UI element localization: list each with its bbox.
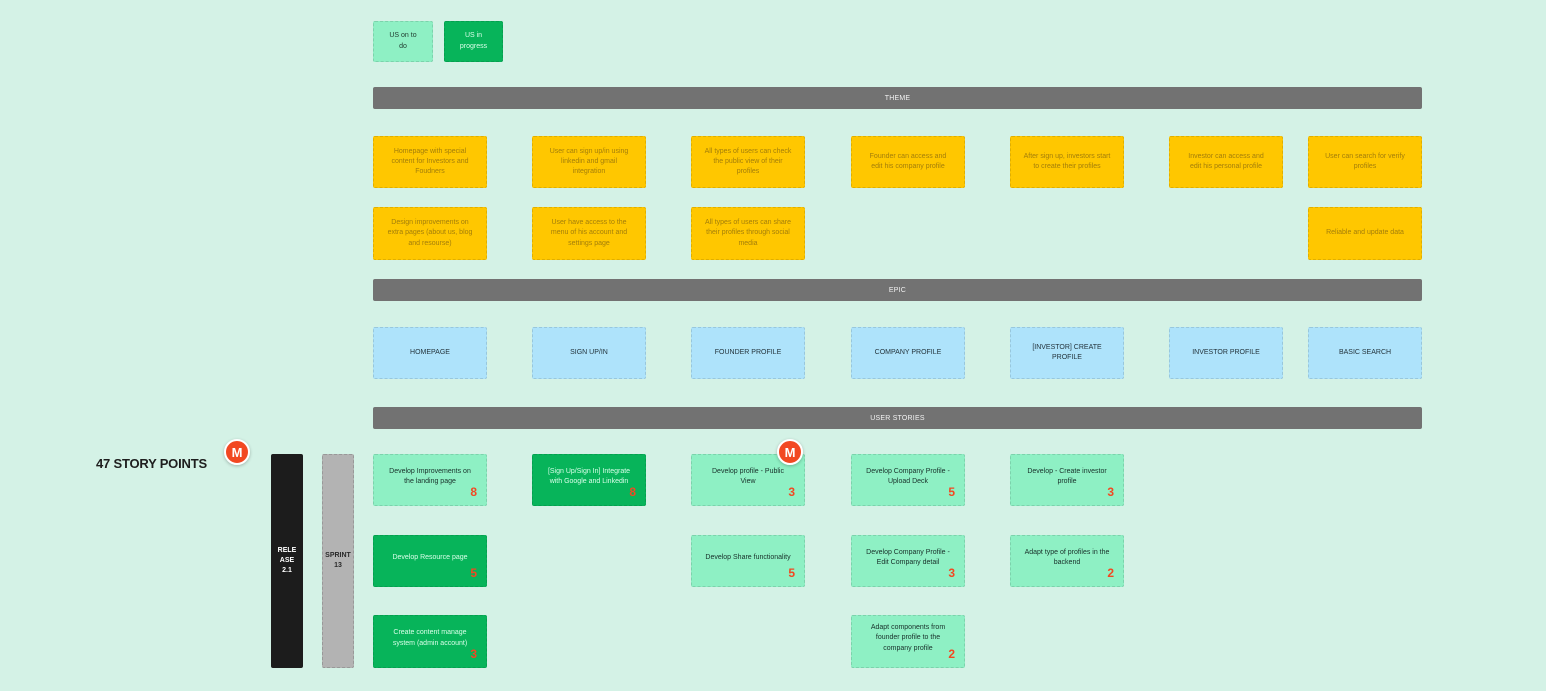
epic-note-founder-profile[interactable]: FOUNDER PROFILE (691, 327, 805, 379)
story-points: 3 (1107, 485, 1114, 499)
theme-note-account-menu[interactable]: User have access to the menu of his acco… (532, 207, 646, 260)
epic-bar[interactable]: EPIC (373, 279, 1422, 301)
epic-note-investor-profile[interactable]: INVESTOR PROFILE (1169, 327, 1283, 379)
story-text: Adapt components from founder profile to… (870, 624, 946, 652)
story-points: 8 (629, 485, 636, 499)
story-text: Develop - Create investor profile (1027, 467, 1107, 485)
theme-note-investor-edit[interactable]: Investor can access and edit his persona… (1169, 136, 1283, 188)
story-text: Adapt type of profiles in the backend (1024, 548, 1110, 566)
story-note[interactable]: Create content manage system (admin acco… (373, 615, 487, 668)
theme-note-homepage[interactable]: Homepage with special content for Invest… (373, 136, 487, 188)
story-text: Develop Share functionality (705, 553, 791, 561)
theme-note-reliable-data[interactable]: Reliable and update data (1308, 207, 1422, 260)
assignee-avatar[interactable]: M (777, 439, 803, 465)
legend-in-progress-note[interactable]: US in progress (444, 21, 503, 62)
story-note[interactable]: Develop Share functionality 5 (691, 535, 805, 587)
story-points: 3 (788, 485, 795, 499)
theme-note-public-view[interactable]: All types of users can check the public … (691, 136, 805, 188)
release-column[interactable]: RELE ASE 2.1 (271, 454, 303, 668)
story-text: Develop Company Profile - Edit Company d… (866, 548, 950, 566)
theme-note-search[interactable]: User can search for verify profiles (1308, 136, 1422, 188)
story-text: Create content manage system (admin acco… (392, 629, 468, 647)
story-points: 5 (788, 566, 795, 580)
story-note[interactable]: Develop Company Profile - Upload Deck 5 (851, 454, 965, 506)
legend-todo-note[interactable]: US on to do (373, 21, 433, 62)
theme-note-founder-company[interactable]: Founder can access and edit his company … (851, 136, 965, 188)
theme-note-design-improvements[interactable]: Design improvements on extra pages (abou… (373, 207, 487, 260)
story-note[interactable]: Develop - Create investor profile 3 (1010, 454, 1124, 506)
story-note[interactable]: Adapt components from founder profile to… (851, 615, 965, 668)
theme-bar[interactable]: THEME (373, 87, 1422, 109)
story-points: 5 (948, 485, 955, 499)
story-points: 2 (1107, 566, 1114, 580)
story-note[interactable]: Develop Improvements on the landing page… (373, 454, 487, 506)
user-stories-bar[interactable]: USER STORIES (373, 407, 1422, 429)
story-note[interactable]: Develop Resource page 5 (373, 535, 487, 587)
story-text: [Sign Up/Sign In] Integrate with Google … (547, 467, 631, 485)
story-points: 3 (948, 566, 955, 580)
sprint-column[interactable]: SPRINT 13 (322, 454, 354, 668)
epic-note-investor-create[interactable]: [INVESTOR] CREATE PROFILE (1010, 327, 1124, 379)
story-text: Develop profile - Public View (712, 467, 784, 485)
story-points: 3 (470, 647, 477, 661)
story-points: 8 (470, 485, 477, 499)
theme-note-investor-create[interactable]: After sign up, investors start to create… (1010, 136, 1124, 188)
epic-note-basic-search[interactable]: BASIC SEARCH (1308, 327, 1422, 379)
theme-note-share[interactable]: All types of users can share their profi… (691, 207, 805, 260)
story-points-label: 47 STORY POINTS (96, 456, 207, 471)
story-text: Develop Company Profile - Upload Deck (866, 467, 950, 485)
story-points: 2 (948, 647, 955, 661)
epic-note-company-profile[interactable]: COMPANY PROFILE (851, 327, 965, 379)
user-avatar[interactable]: M (224, 439, 250, 465)
theme-note-signup[interactable]: User can sign up/in using linkedin and g… (532, 136, 646, 188)
story-note[interactable]: Develop Company Profile - Edit Company d… (851, 535, 965, 587)
story-note[interactable]: Adapt type of profiles in the backend 2 (1010, 535, 1124, 587)
story-note[interactable]: [Sign Up/Sign In] Integrate with Google … (532, 454, 646, 506)
story-text: Develop Improvements on the landing page (389, 467, 471, 485)
epic-note-signup[interactable]: SIGN UP/IN (532, 327, 646, 379)
epic-note-homepage[interactable]: HOMEPAGE (373, 327, 487, 379)
story-points: 5 (470, 566, 477, 580)
story-text: Develop Resource page (392, 553, 468, 561)
